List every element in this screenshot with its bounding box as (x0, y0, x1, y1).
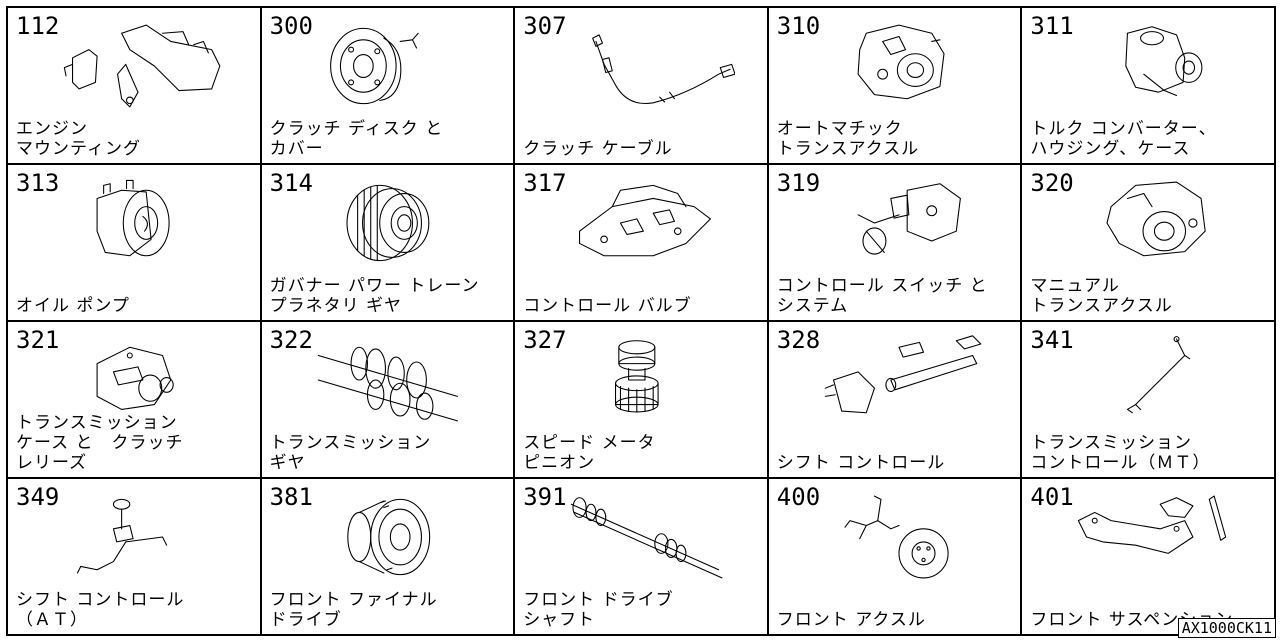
part-cell-320[interactable]: 320 マニュアル トランスアクスル (1022, 165, 1276, 322)
engine-mounting-icon (48, 12, 228, 120)
part-number: 391 (523, 483, 567, 511)
part-cell-112[interactable]: 112 エンジン マウンティング (8, 8, 262, 165)
part-label: トランスミッション ケース と クラッチ レリーズ (16, 413, 184, 473)
part-number: 307 (523, 12, 567, 40)
part-number: 112 (16, 12, 60, 40)
part-label: フロント ファイナル ドライブ (269, 590, 438, 630)
part-number: 317 (523, 169, 567, 197)
part-label: コントロール スイッチ と システム (776, 276, 988, 316)
transmission-case-icon (48, 326, 228, 434)
part-cell-300[interactable]: 300 クラッチ ディスク と カバー (261, 8, 516, 165)
part-number: 341 (1030, 326, 1074, 354)
shift-lever-icon (1062, 326, 1242, 434)
parts-index-grid: 112 エンジン マウンティング 300 クラッチ ディスク と カバー 307 クラッチ… (6, 6, 1276, 636)
part-cell-391[interactable]: 391 フロント ドライブ シャフト (515, 479, 769, 636)
part-label: フロント ドライブ シャフト (523, 590, 674, 630)
part-label: ガバナー パワー トレーン プラネタリ ギヤ (269, 276, 480, 316)
part-cell-317[interactable]: 317 コントロール バルブ (515, 165, 769, 322)
part-cell-313[interactable]: 313 オイル ポンプ (8, 165, 262, 322)
transaxle-icon (809, 12, 989, 120)
oil-pump-icon (48, 169, 228, 277)
part-number: 313 (16, 169, 60, 197)
part-number: 311 (1030, 12, 1074, 40)
control-valve-icon (555, 169, 735, 277)
part-label: シフト コントロール （ＡＴ） (16, 590, 185, 630)
part-label: スピード メータ ピニオン (523, 433, 656, 473)
part-label: トランスミッション コントロール（ＭＴ） (1030, 433, 1211, 473)
part-cell-307[interactable]: 307 クラッチ ケーブル (515, 8, 769, 165)
part-label: クラッチ ディスク と カバー (269, 119, 444, 159)
suspension-icon (1062, 483, 1242, 591)
clutch-disc-icon (302, 12, 482, 120)
manual-transaxle-icon (1062, 169, 1242, 277)
part-number: 400 (776, 483, 821, 511)
part-label: クラッチ ケーブル (523, 139, 673, 159)
part-cell-327[interactable]: 327 スピード メータ ピニオン (515, 322, 769, 479)
control-switch-icon (809, 169, 989, 277)
part-cell-400[interactable]: 400 フロント アクスル (768, 479, 1023, 636)
part-label: トルク コンバーター、 ハウジング、ケース (1030, 119, 1217, 159)
drive-shaft-icon (555, 483, 735, 591)
torque-converter-icon (1062, 12, 1242, 120)
part-number: 314 (269, 169, 313, 197)
final-drive-icon (302, 483, 482, 591)
part-cell-311[interactable]: 311 トルク コンバーター、 ハウジング、ケース (1022, 8, 1276, 165)
part-number: 401 (1030, 483, 1074, 511)
part-label: シフト コントロール (776, 453, 946, 473)
front-axle-icon (809, 483, 989, 591)
part-cell-349[interactable]: 349 シフト コントロール （ＡＴ） (8, 479, 262, 636)
part-label: トランスミッション ギヤ (269, 433, 432, 473)
part-label: オイル ポンプ (16, 296, 130, 316)
speedometer-pinion-icon (555, 326, 735, 434)
part-cell-321[interactable]: 321 トランスミッション ケース と クラッチ レリーズ (8, 322, 262, 479)
part-label: マニュアル トランスアクスル (1030, 276, 1173, 316)
part-label: コントロール バルブ (523, 296, 692, 316)
shift-control-icon (809, 326, 989, 434)
part-cell-319[interactable]: 319 コントロール スイッチ と システム (768, 165, 1023, 322)
cable-icon (555, 12, 736, 120)
part-cell-310[interactable]: 310 オートマチック トランスアクスル (768, 8, 1023, 165)
part-number: 328 (776, 326, 821, 354)
part-number: 300 (269, 12, 313, 40)
part-number: 310 (776, 12, 821, 40)
part-number: 321 (16, 326, 60, 354)
part-number: 381 (269, 483, 313, 511)
part-cell-341[interactable]: 341 トランスミッション コントロール（ＭＴ） (1022, 322, 1276, 479)
transmission-gear-icon (302, 326, 482, 434)
part-cell-381[interactable]: 381 フロント ファイナル ドライブ (261, 479, 516, 636)
part-number: 320 (1030, 169, 1074, 197)
part-cell-322[interactable]: 322 トランスミッション ギヤ (261, 322, 516, 479)
at-shift-icon (48, 483, 228, 591)
part-cell-328[interactable]: 328 シフト コントロール (768, 322, 1023, 479)
part-number: 327 (523, 326, 567, 354)
part-label: フロント アクスル (776, 610, 926, 630)
part-cell-314[interactable]: 314 ガバナー パワー トレーン プラネタリ ギヤ (261, 165, 516, 322)
part-number: 319 (776, 169, 821, 197)
catalog-code: AX1000CK11 (1177, 618, 1276, 638)
part-label: オートマチック トランスアクスル (776, 119, 920, 159)
part-number: 349 (16, 483, 60, 511)
planetary-gear-icon (302, 169, 482, 277)
part-label: エンジン マウンティング (16, 119, 141, 159)
part-number: 322 (269, 326, 313, 354)
